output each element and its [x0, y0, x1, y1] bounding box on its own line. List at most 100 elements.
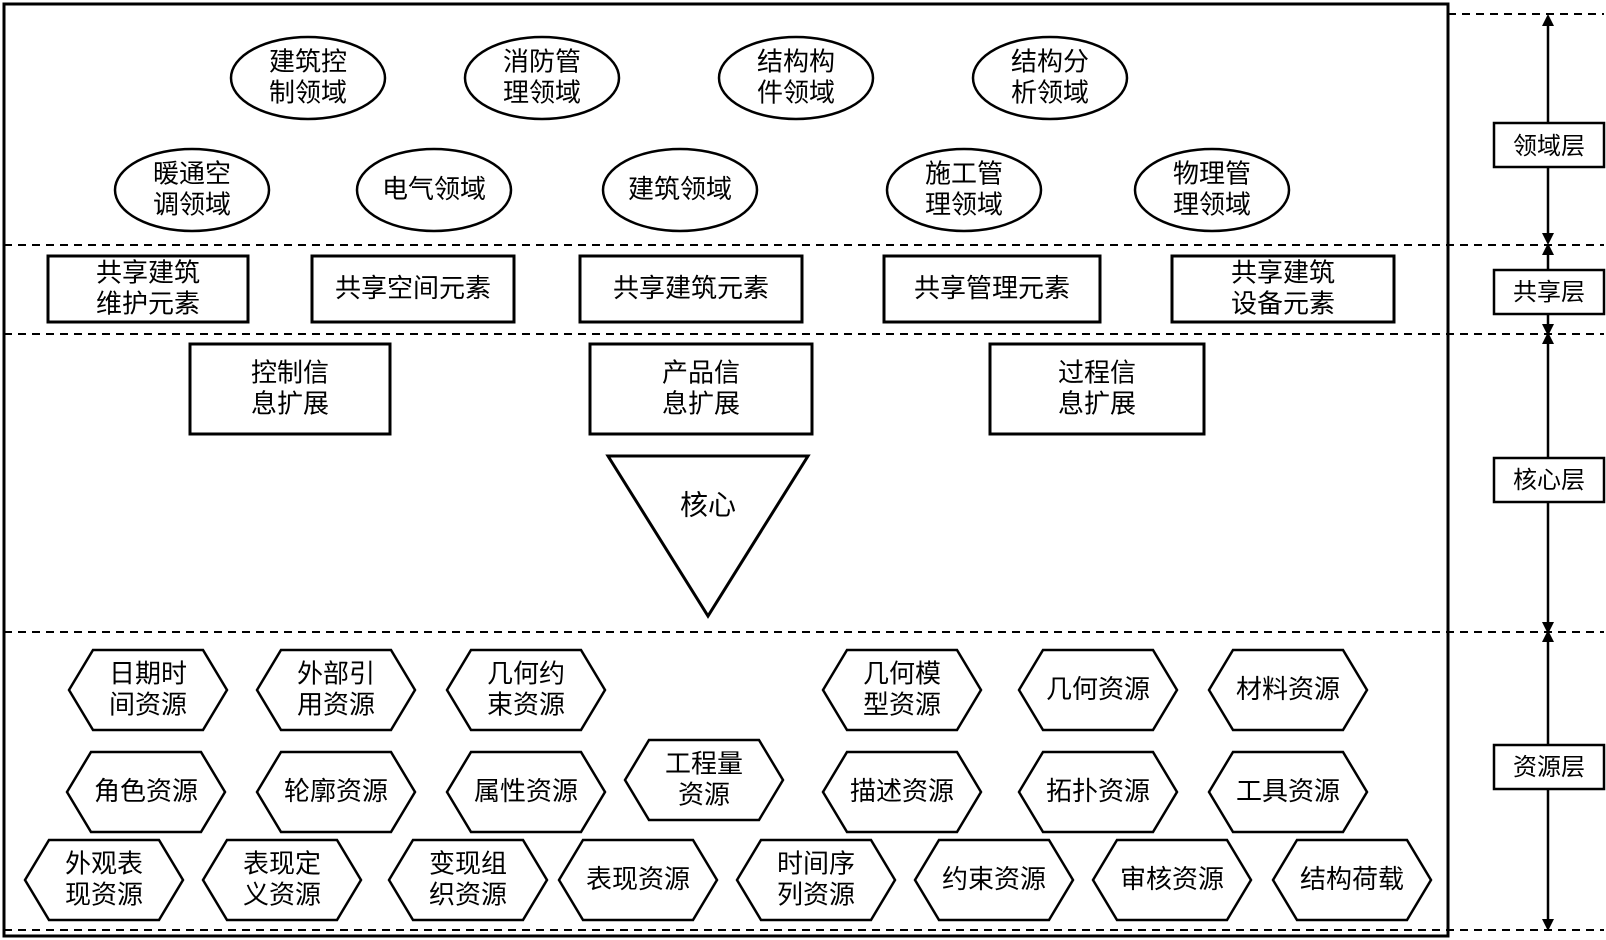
node-label: 材料资源: [1236, 675, 1340, 705]
shared-box: [882, 254, 1102, 324]
node-label: 外部引: [297, 660, 375, 690]
node-label: 共享建筑: [1231, 259, 1335, 289]
node-label: 约束资源: [942, 865, 1046, 895]
core-label: 核心: [680, 489, 736, 522]
shared-box: [578, 254, 804, 324]
node-label: 几何模: [863, 660, 941, 690]
node-label: 审核资源: [1120, 865, 1224, 895]
node-label: 建筑领域: [628, 175, 732, 205]
resource-node: 角色资源: [65, 750, 227, 834]
layer-label-domain: 领域层: [1492, 121, 1606, 169]
main-frame: [2, 2, 1450, 938]
node-label: 消防管: [503, 48, 581, 78]
domain-ellipse: [717, 35, 875, 121]
resource-node: 轮廓资源: [255, 750, 417, 834]
layer-labels: 领域层 共享层 核心层 资源层: [1492, 121, 1606, 791]
resource-hexagon: [1017, 750, 1179, 834]
domain-ellipse: [463, 35, 621, 121]
resource-hexagon: [821, 750, 983, 834]
resource-node: 工具资源: [1207, 750, 1369, 834]
node-label: 共享管理元素: [914, 274, 1070, 304]
resource-hexagon: [735, 838, 897, 922]
node-label: 暖通空: [153, 160, 231, 190]
node-label: 调领域: [153, 191, 231, 221]
domain-ellipse: [229, 35, 387, 121]
node-label: 理领域: [925, 191, 1003, 221]
node-label: 维护元素: [96, 290, 200, 320]
domain-ellipse: [355, 147, 513, 233]
resource-node: 描述资源: [821, 750, 983, 834]
core-triangle: 核心: [605, 454, 811, 619]
node-label: 件领域: [757, 79, 835, 109]
node-label: 间资源: [109, 691, 187, 721]
resource-hexagon: [255, 648, 417, 732]
node-label: 理领域: [1173, 191, 1251, 221]
node-label: 工具资源: [1236, 777, 1340, 807]
resource-hexagon: [445, 648, 607, 732]
node-label: 束资源: [487, 691, 565, 721]
domain-node: 电气领域: [355, 147, 513, 233]
node-label: 建筑控: [269, 48, 347, 78]
extension-box: [588, 342, 814, 436]
extension-box: [188, 342, 392, 436]
extension-box: [988, 342, 1206, 436]
domain-ellipse: [885, 147, 1043, 233]
node-label: 外观表: [65, 850, 143, 880]
resource-hexagon: [557, 838, 719, 922]
node-label: 工程量: [665, 750, 743, 780]
resource-hexagon: [387, 838, 549, 922]
layer-label-text: 领域层: [1513, 132, 1585, 160]
domain-ellipse: [601, 147, 759, 233]
resource-hexagon: [23, 838, 185, 922]
resource-hexagon: [1271, 838, 1433, 922]
resource-hexagon: [445, 750, 607, 834]
node-label: 用资源: [297, 691, 375, 721]
resource-hexagon: [255, 750, 417, 834]
resource-hexagon: [1091, 838, 1253, 922]
node-label: 拓扑资源: [1046, 777, 1150, 807]
node-label: 角色资源: [94, 777, 198, 807]
resource-node: 材料资源: [1207, 648, 1369, 732]
shared-box: [46, 254, 250, 324]
resource-hexagon: [623, 738, 785, 822]
resource-node: 属性资源: [445, 750, 607, 834]
node-label: 制领域: [269, 79, 347, 109]
resource-hexagon: [913, 838, 1075, 922]
node-label: 产品信: [662, 359, 740, 389]
node-label: 结构分: [1011, 48, 1089, 78]
node-label: 电气领域: [382, 175, 486, 205]
domain-ellipse: [1133, 147, 1291, 233]
node-label: 资源: [678, 781, 730, 811]
layer-label-shared: 共享层: [1492, 268, 1606, 316]
layer-label-text: 资源层: [1513, 753, 1585, 781]
node-label: 现资源: [65, 881, 143, 911]
node-label: 控制信: [251, 359, 329, 389]
resource-hexagon: [201, 838, 363, 922]
resource-hexagon: [65, 750, 227, 834]
node-label: 时间序: [777, 850, 855, 880]
node-label: 物理管: [1173, 160, 1251, 190]
domain-ellipse: [113, 147, 271, 233]
node-label: 列资源: [777, 881, 855, 911]
node-label: 型资源: [863, 691, 941, 721]
shared-node: 共享建筑元素: [578, 254, 804, 324]
